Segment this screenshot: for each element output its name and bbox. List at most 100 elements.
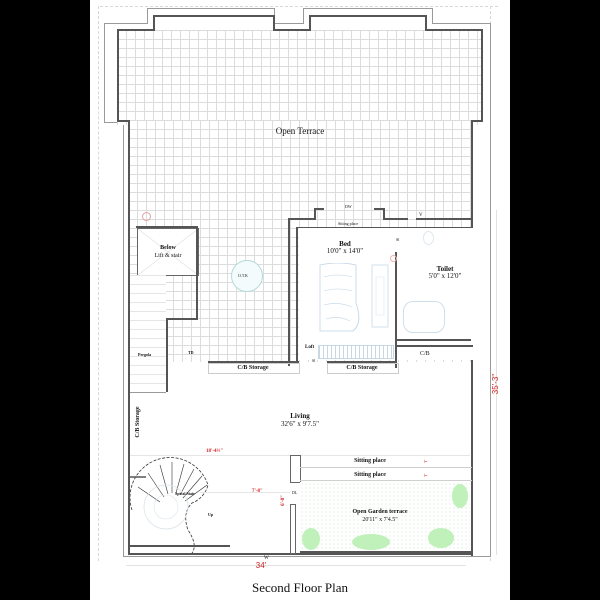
wall bbox=[300, 551, 472, 553]
dw-label: DW bbox=[345, 204, 352, 209]
dim-stair-top: 18'-4½" bbox=[206, 449, 224, 454]
sl-bottom-label: Sl bbox=[312, 358, 316, 363]
parapet-line bbox=[274, 23, 304, 24]
cb-storage-1-label: C/B Storage bbox=[237, 365, 269, 371]
lift-stair-label: Lift & stair bbox=[154, 253, 182, 259]
bed-icon bbox=[319, 263, 389, 332]
wall bbox=[166, 318, 168, 392]
wall bbox=[288, 218, 315, 220]
wall bbox=[288, 218, 290, 366]
wall bbox=[416, 218, 473, 220]
parapet-line bbox=[303, 8, 304, 24]
drawing-title: Second Floor Plan bbox=[251, 580, 349, 595]
outer-dashed-border-left bbox=[98, 6, 99, 561]
shrub-icon bbox=[428, 528, 454, 548]
width-dimension-line bbox=[126, 565, 466, 566]
cb-storage-side-label: C/B Storage bbox=[135, 406, 141, 438]
pillar bbox=[290, 504, 296, 554]
parapet-line bbox=[432, 8, 433, 24]
wall bbox=[374, 208, 384, 210]
spiral-stair-label: Spiral Stair bbox=[175, 491, 195, 496]
pergola-label: Pergola bbox=[138, 352, 152, 357]
wall bbox=[117, 120, 130, 122]
sitting-place-2-label: Sitting place bbox=[354, 472, 386, 478]
wardrobe-icon bbox=[318, 345, 394, 359]
sl-label: Sl bbox=[396, 237, 400, 242]
shrub-icon bbox=[302, 528, 320, 550]
wall bbox=[314, 208, 316, 220]
parapet-line bbox=[104, 23, 148, 24]
wall bbox=[153, 15, 273, 17]
wall bbox=[383, 218, 408, 220]
bed-label: Bed bbox=[339, 240, 351, 248]
wall bbox=[309, 15, 426, 17]
marker-icon: ⊢ bbox=[424, 473, 428, 478]
dim-side: 6'-8" bbox=[280, 495, 286, 506]
cb-storage-1 bbox=[208, 363, 300, 374]
loft-label: Loft bbox=[305, 345, 315, 350]
toilet-size: 5'0" x 12'0" bbox=[428, 272, 462, 280]
cb-label: C/B bbox=[420, 351, 430, 357]
wc-icon bbox=[423, 231, 434, 245]
parapet-line bbox=[147, 8, 148, 24]
wall bbox=[273, 15, 275, 31]
wall bbox=[208, 361, 299, 363]
height-dimension: 35'-3" bbox=[491, 373, 500, 395]
wall bbox=[273, 29, 310, 31]
shrub-icon bbox=[452, 484, 468, 508]
wall bbox=[309, 15, 311, 31]
cross-hatch-icon bbox=[138, 229, 198, 275]
wall bbox=[128, 545, 230, 547]
parapet-line bbox=[104, 122, 124, 123]
width-dimension: 34' bbox=[255, 561, 267, 570]
wall bbox=[395, 252, 397, 368]
wall bbox=[196, 226, 198, 320]
parapet-line bbox=[490, 23, 491, 556]
below-label: Below bbox=[160, 245, 176, 251]
parapet-line bbox=[147, 8, 274, 9]
wall bbox=[327, 361, 397, 363]
wall bbox=[128, 120, 130, 220]
wall bbox=[117, 29, 119, 122]
wall bbox=[383, 208, 385, 220]
dl-label: DL bbox=[292, 490, 298, 495]
wall bbox=[153, 15, 155, 30]
up-label: Up bbox=[208, 512, 214, 517]
living-size: 32'6" x 9'7.5" bbox=[281, 420, 319, 428]
wall bbox=[296, 227, 298, 362]
garden-size: 20'11" x 7'4.5" bbox=[362, 517, 398, 523]
overhead-tank-icon bbox=[231, 260, 263, 292]
wall bbox=[128, 553, 471, 555]
bathtub-icon bbox=[403, 301, 445, 333]
bed-size: 10'0" x 14'0" bbox=[326, 247, 364, 255]
v-label: V bbox=[419, 213, 423, 218]
wall bbox=[425, 29, 483, 31]
living-label: Living bbox=[290, 412, 310, 420]
open-terrace-label: Open Terrace bbox=[275, 126, 325, 136]
pillar bbox=[290, 455, 301, 483]
divider-line bbox=[130, 392, 166, 393]
sitting-place-1-label: Sitting place bbox=[354, 458, 386, 464]
below-lift-stair-room bbox=[137, 228, 199, 276]
wall bbox=[425, 15, 427, 31]
parapet-line bbox=[123, 122, 124, 557]
parapet-line bbox=[303, 8, 433, 9]
wall bbox=[296, 227, 471, 228]
parapet-line bbox=[123, 556, 491, 557]
wall bbox=[117, 29, 155, 31]
marker-icon bbox=[142, 212, 151, 221]
wall bbox=[395, 339, 471, 341]
floor-plan-sheet: Open Terrace Below Lift & stair Pergola … bbox=[90, 0, 510, 600]
wall bbox=[397, 345, 473, 347]
oht-label: O.T.K bbox=[238, 273, 248, 278]
divider-line bbox=[300, 467, 472, 468]
sitting-place-top-label: Sitting place bbox=[338, 221, 359, 226]
wall bbox=[168, 318, 198, 320]
garden-label: Open Garden terrace bbox=[352, 509, 408, 515]
wall bbox=[471, 120, 483, 122]
w-label: W bbox=[264, 556, 269, 561]
divider-line bbox=[300, 480, 472, 481]
cb-storage-2-label: C/B Storage bbox=[346, 365, 378, 371]
td-label: TD bbox=[188, 350, 194, 355]
open-terrace-floor bbox=[117, 30, 482, 125]
